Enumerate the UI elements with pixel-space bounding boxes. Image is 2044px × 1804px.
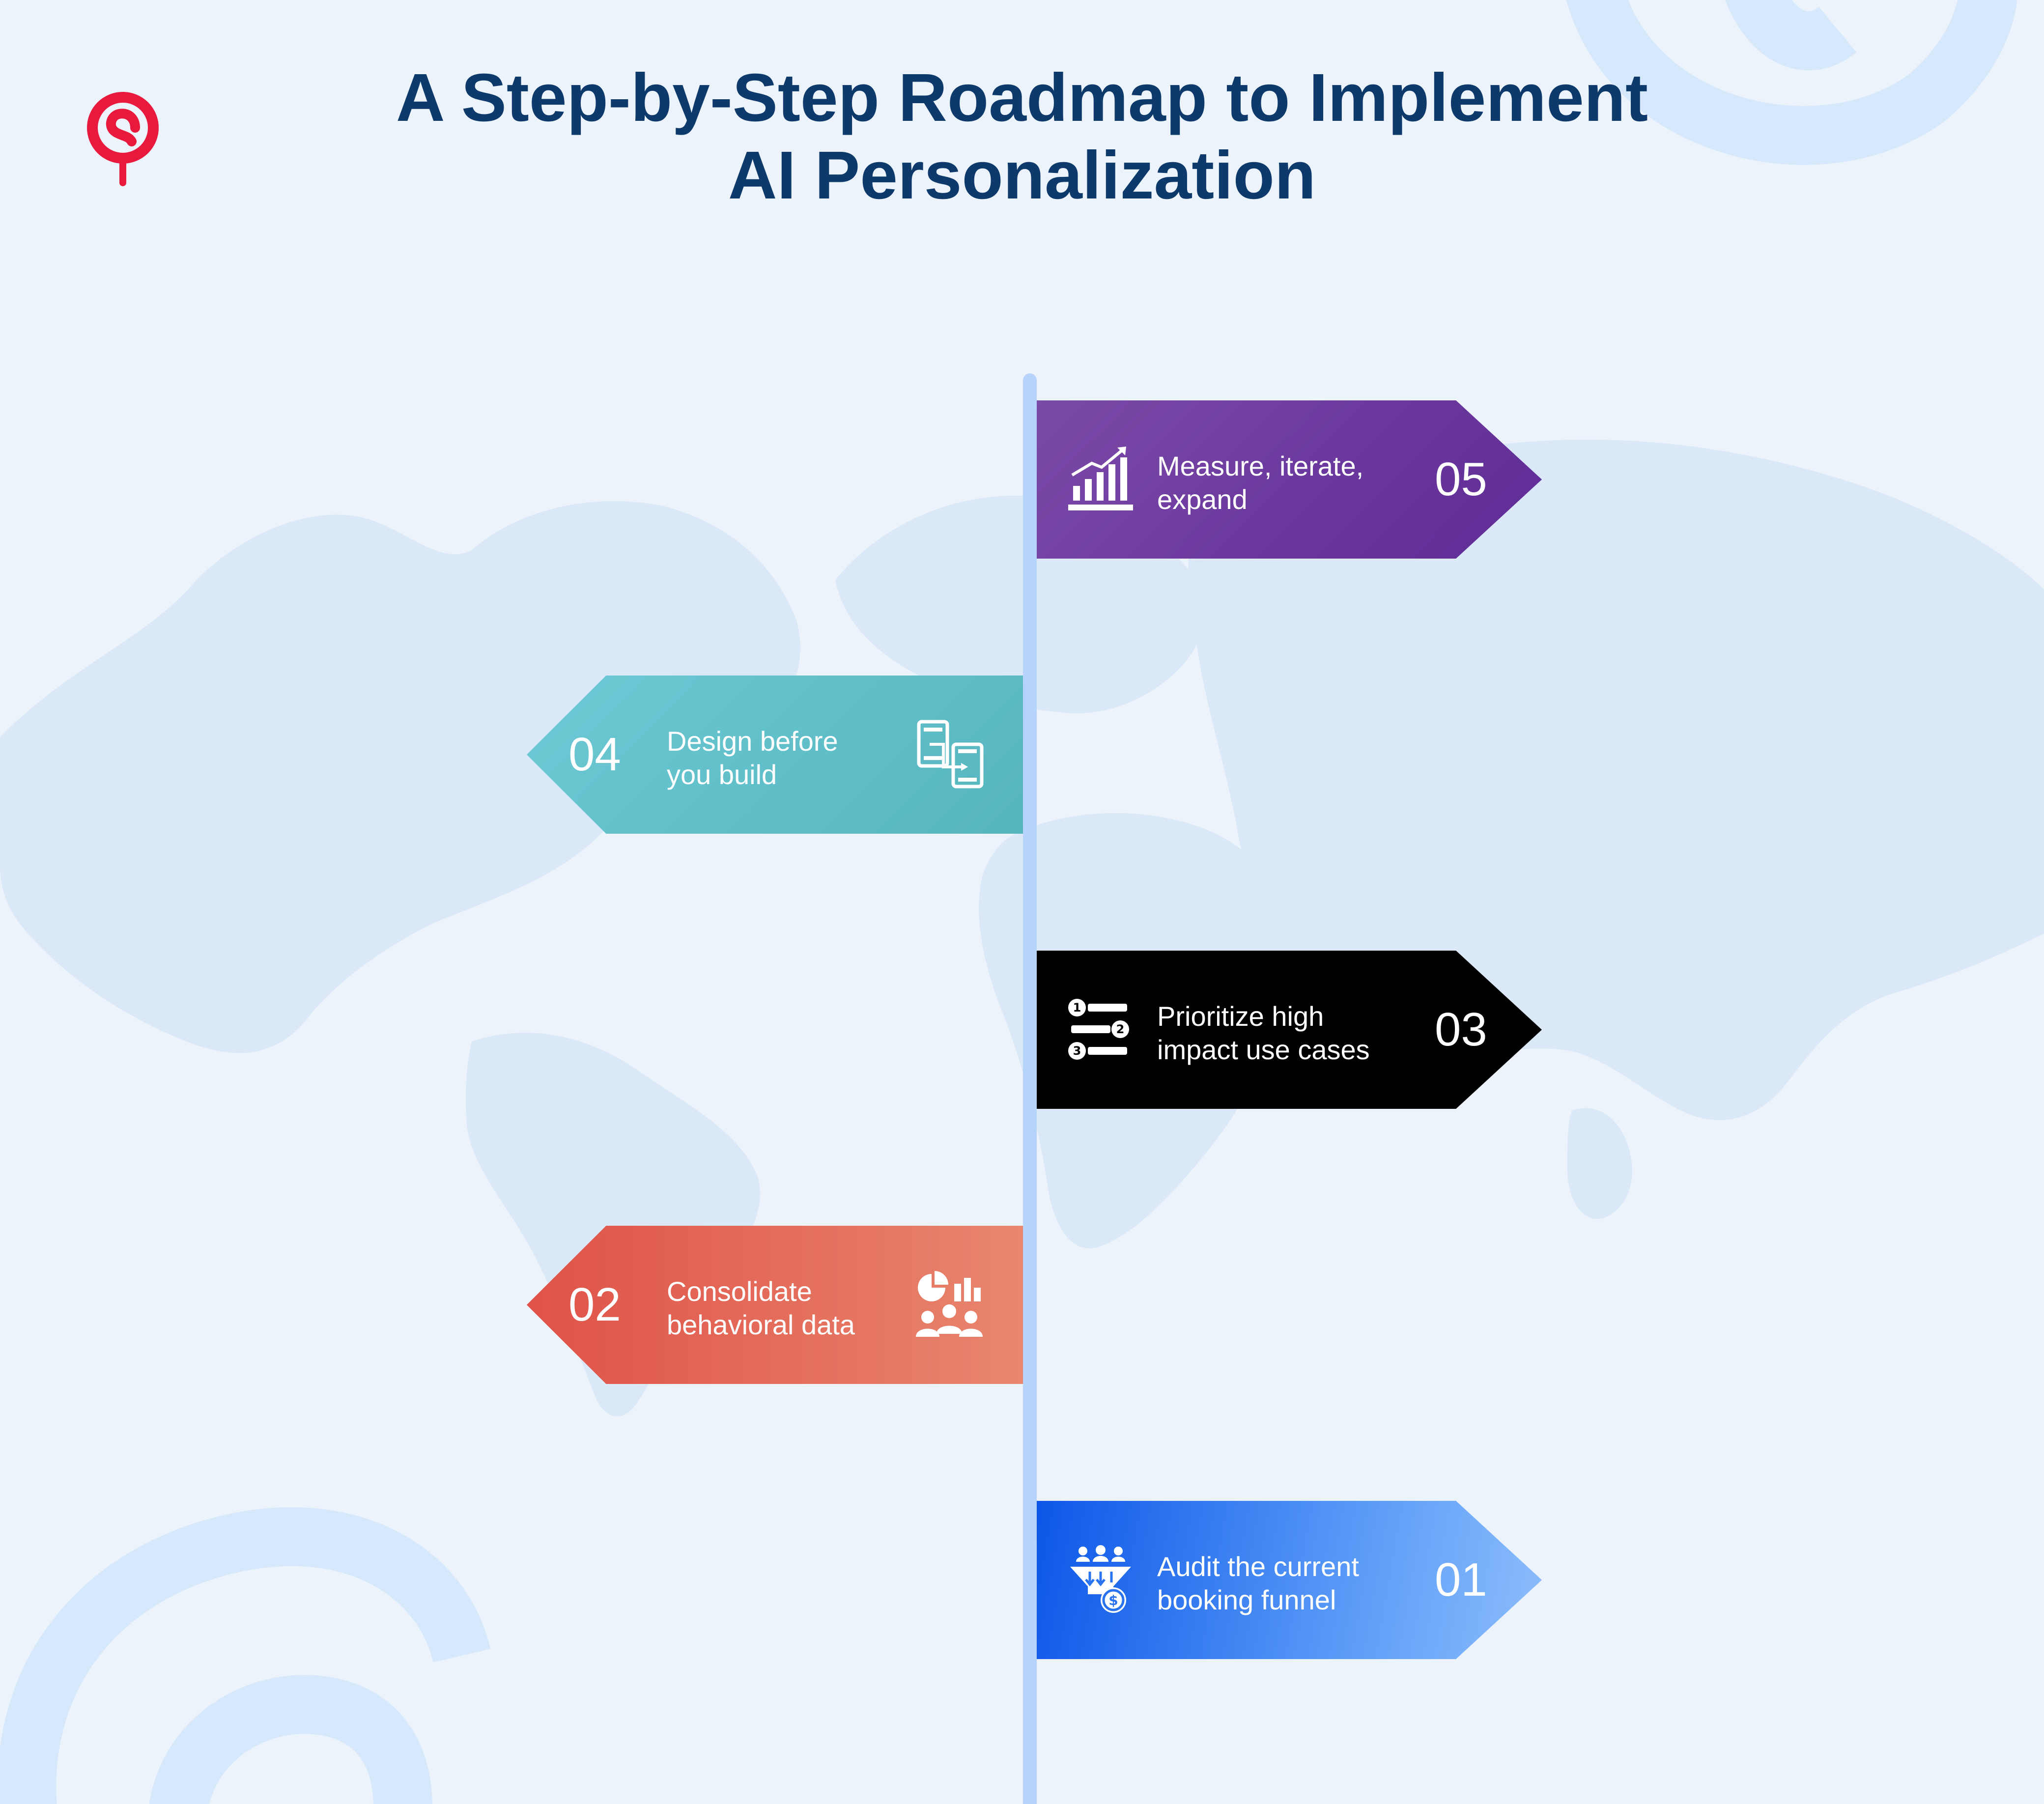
funnel-icon: $ bbox=[1070, 1545, 1131, 1613]
svg-text:2: 2 bbox=[1116, 1022, 1125, 1036]
svg-text:3: 3 bbox=[1073, 1044, 1081, 1058]
title-line-2: AI Personalization bbox=[728, 138, 1316, 213]
signpost-pole bbox=[1023, 373, 1037, 1804]
step-02-text: Consolidate behavioral data bbox=[667, 1275, 903, 1342]
step-02-line-2: behavioral data bbox=[667, 1309, 855, 1340]
ranked-list-icon: 1 2 3 bbox=[1068, 999, 1129, 1060]
step-04-number: 04 bbox=[568, 728, 621, 781]
step-05-sign: Measure, iterate, expand 05 bbox=[1037, 400, 1542, 559]
step-01-text: Audit the current booking funnel bbox=[1157, 1550, 1432, 1617]
step-03-text: Prioritize high impact use cases bbox=[1157, 1000, 1432, 1067]
step-05-line-1: Measure, iterate, bbox=[1157, 451, 1364, 481]
step-01-sign: $ Audit the current booking funnel 01 bbox=[1037, 1501, 1542, 1659]
step-03-sign: 1 2 3 Prioritize high impact use cases 0… bbox=[1037, 951, 1542, 1109]
step-02-number: 02 bbox=[568, 1278, 621, 1331]
step-04-text: Design before you build bbox=[667, 725, 903, 791]
world-map-silhouette bbox=[0, 439, 2044, 1416]
step-04-line-1: Design before bbox=[667, 726, 838, 757]
step-02-line-1: Consolidate bbox=[667, 1276, 812, 1307]
step-03-number: 03 bbox=[1435, 1003, 1487, 1056]
step-02-sign: 02 Consolidate behavioral data bbox=[527, 1226, 1023, 1384]
step-01-number: 01 bbox=[1435, 1553, 1487, 1606]
devices-flow-icon bbox=[917, 720, 984, 789]
swirl-decoration-bottom-left bbox=[0, 1507, 491, 1804]
step-01-line-1: Audit the current bbox=[1157, 1551, 1359, 1582]
title-line-1: A Step-by-Step Roadmap to Implement bbox=[396, 60, 1648, 136]
step-03-line-2: impact use cases bbox=[1157, 1034, 1370, 1065]
step-03-line-1: Prioritize high bbox=[1157, 1001, 1324, 1032]
svg-text:$: $ bbox=[1108, 1592, 1118, 1608]
step-04-sign: 04 Design before you build bbox=[527, 676, 1023, 834]
growth-chart-icon bbox=[1068, 447, 1133, 510]
page-title: A Step-by-Step Roadmap to Implement AI P… bbox=[334, 59, 1710, 214]
step-04-line-2: you build bbox=[667, 759, 777, 790]
swirl-decoration-top-right bbox=[1566, 0, 2017, 165]
step-05-line-2: expand bbox=[1157, 484, 1248, 515]
step-05-number: 05 bbox=[1435, 453, 1487, 506]
step-05-text: Measure, iterate, expand bbox=[1157, 450, 1432, 516]
data-people-icon bbox=[916, 1271, 983, 1337]
brand-logo bbox=[87, 92, 159, 186]
step-01-line-2: booking funnel bbox=[1157, 1584, 1336, 1615]
svg-text:1: 1 bbox=[1073, 1001, 1081, 1015]
